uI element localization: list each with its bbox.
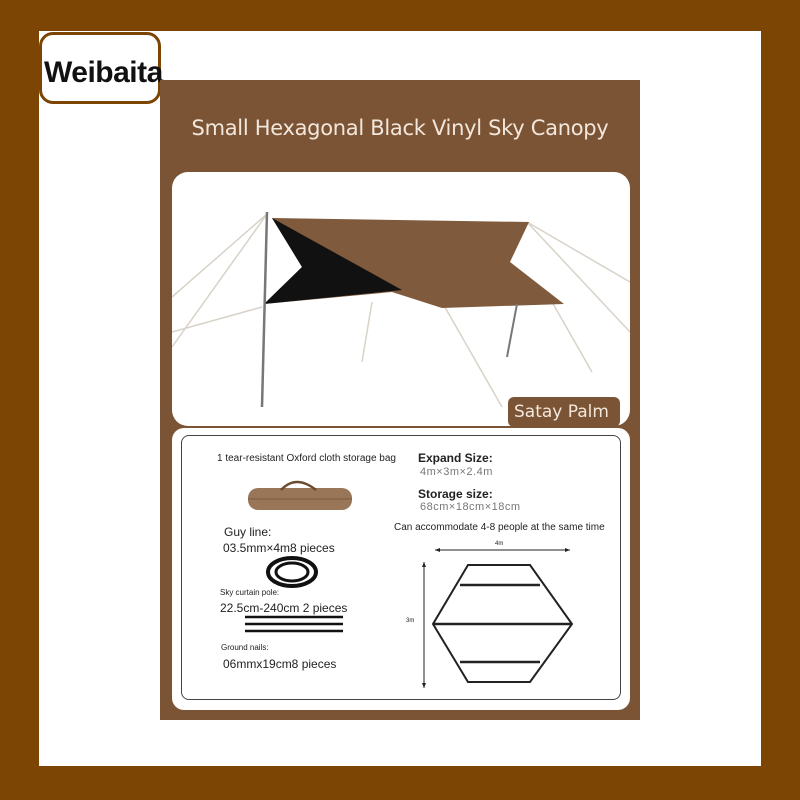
storage-size-label: Storage size: bbox=[418, 487, 493, 501]
nails-value: 06mmx19cm8 pieces bbox=[223, 657, 337, 671]
dimension-diagram bbox=[422, 548, 574, 688]
capacity-text: Can accommodate 4-8 people at the same t… bbox=[394, 522, 605, 533]
guy-line-coil-image bbox=[266, 556, 318, 588]
bag-caption: 1 tear-resistant Oxford cloth storage ba… bbox=[217, 453, 396, 464]
canopy-illustration bbox=[172, 211, 630, 408]
pole-label: Sky curtain pole: bbox=[220, 588, 280, 597]
expand-size-value: 4m×3m×2.4m bbox=[420, 466, 493, 478]
color-label: Satay Palm bbox=[514, 402, 609, 422]
storage-size-value: 68cm×18cm×18cm bbox=[420, 501, 521, 513]
brand-logo-badge bbox=[39, 32, 161, 104]
brand-logo-text: Weibaita bbox=[44, 56, 163, 89]
diagram-width-label: 4m bbox=[495, 541, 504, 547]
color-badge: Satay Palm bbox=[508, 397, 620, 427]
specs-border bbox=[181, 435, 621, 700]
guy-line-label: Guy line: bbox=[224, 525, 272, 539]
storage-bag-image bbox=[248, 480, 352, 510]
diagram-height-label: 3m bbox=[406, 618, 415, 624]
pole-value: 22.5cm-240cm 2 pieces bbox=[220, 601, 348, 615]
product-photo bbox=[172, 172, 630, 426]
specs-panel bbox=[172, 428, 630, 710]
guy-line-value: 03.5mm×4m8 pieces bbox=[223, 541, 335, 555]
poles-image bbox=[245, 615, 343, 633]
nails-label: Ground nails: bbox=[221, 643, 269, 652]
expand-size-label: Expand Size: bbox=[418, 451, 493, 465]
product-title: Small Hexagonal Black Vinyl Sky Canopy bbox=[191, 116, 609, 140]
